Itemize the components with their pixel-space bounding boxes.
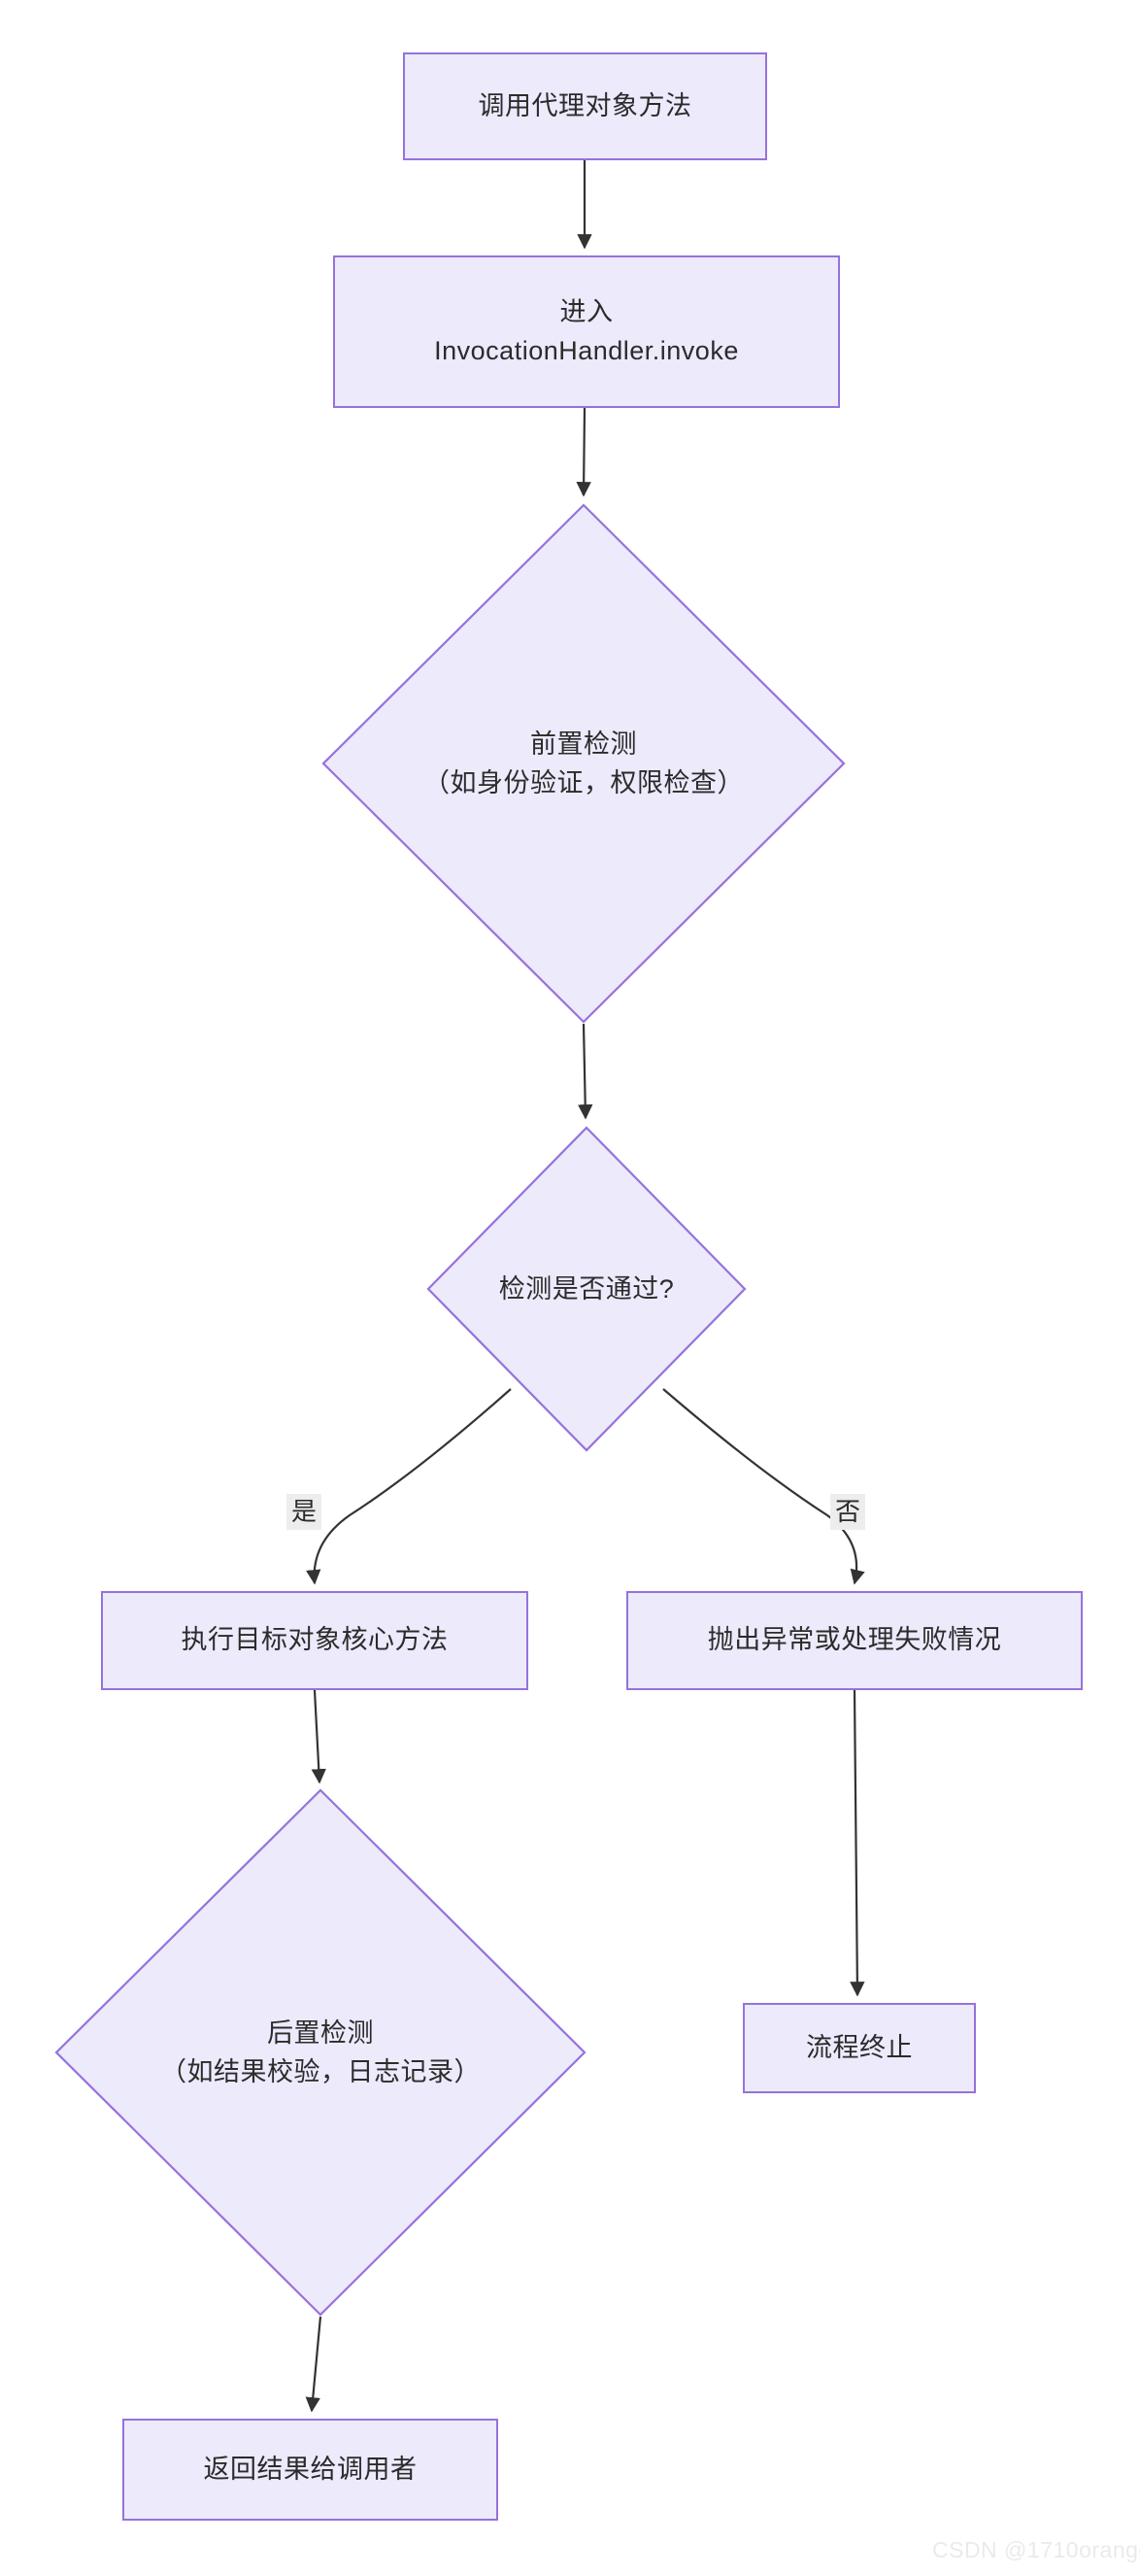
node-pre-check[interactable]: 前置检测 （如身份验证，权限检查） bbox=[321, 503, 846, 1024]
edge-n6-n8 bbox=[850, 1689, 865, 1997]
diamond-shape bbox=[321, 503, 846, 1024]
csdn-watermark: CSDN @1710orange bbox=[932, 2537, 1140, 2562]
node-label: 前置检测 （如身份验证，权限检查） bbox=[423, 729, 744, 798]
diamond-shape bbox=[54, 1788, 587, 2317]
edge-n3-n4 bbox=[578, 1023, 593, 1120]
node-label: 抛出异常或处理失败情况 bbox=[707, 1625, 1002, 1655]
edge-label-no: 否 bbox=[830, 1494, 866, 1531]
node-label: 检测是否通过? bbox=[498, 1273, 675, 1304]
edge-n2-n3 bbox=[576, 407, 591, 497]
node-invoke-proxy-method[interactable]: 调用代理对象方法 bbox=[403, 52, 767, 160]
node-enter-invocationhandler-invoke[interactable]: 进入 InvocationHandler.invoke bbox=[333, 255, 840, 408]
node-label: 执行目标对象核心方法 bbox=[181, 1625, 449, 1655]
node-label: 调用代理对象方法 bbox=[478, 90, 692, 120]
edge-n5-n7 bbox=[311, 1689, 326, 1784]
node-process-terminated[interactable]: 流程终止 bbox=[743, 2003, 976, 2093]
node-label: 流程终止 bbox=[806, 2032, 913, 2062]
diamond-shape bbox=[426, 1126, 747, 1452]
node-post-check[interactable]: 后置检测 （如结果校验，日志记录） bbox=[54, 1788, 587, 2317]
node-label: 后置检测 （如结果校验，日志记录） bbox=[160, 2017, 481, 2087]
edge-label-yes: 是 bbox=[286, 1494, 322, 1531]
node-return-result-to-caller[interactable]: 返回结果给调用者 bbox=[122, 2419, 498, 2521]
node-label: 进入 InvocationHandler.invoke bbox=[434, 297, 739, 365]
node-label: 返回结果给调用者 bbox=[203, 2454, 418, 2484]
node-throw-exception-or-handle-failure[interactable]: 抛出异常或处理失败情况 bbox=[626, 1591, 1083, 1690]
node-execute-target-core-method[interactable]: 执行目标对象核心方法 bbox=[101, 1591, 528, 1690]
edge-n7-n9 bbox=[305, 2316, 322, 2413]
node-check-passed-decision[interactable]: 检测是否通过? bbox=[426, 1126, 747, 1452]
